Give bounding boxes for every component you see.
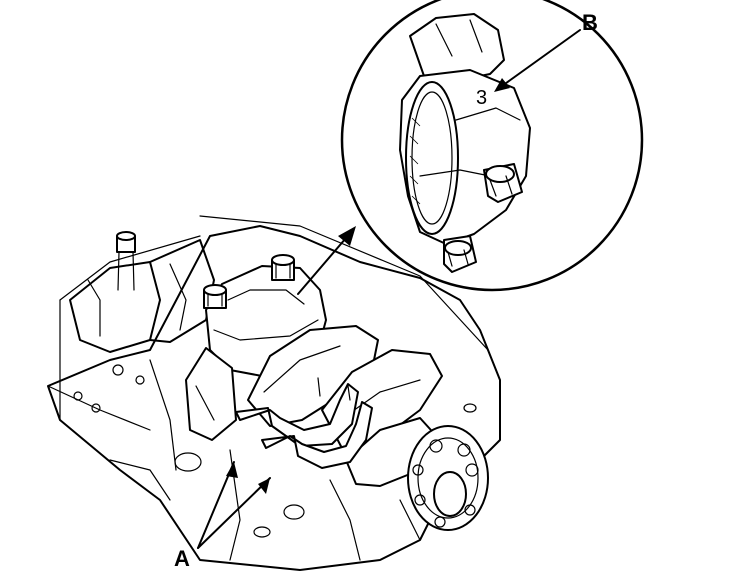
callout-a-leaders — [197, 461, 271, 549]
crankshaft — [247, 325, 489, 531]
bearing-shells — [235, 377, 373, 469]
cap-mark-number: 3 — [476, 87, 487, 109]
callout-b-label: B — [582, 10, 598, 35]
callout-b-leader — [494, 29, 581, 92]
detail-inset — [340, 0, 644, 292]
inset-pointer-arrow — [297, 226, 356, 295]
callout-a-label: A — [174, 546, 190, 571]
